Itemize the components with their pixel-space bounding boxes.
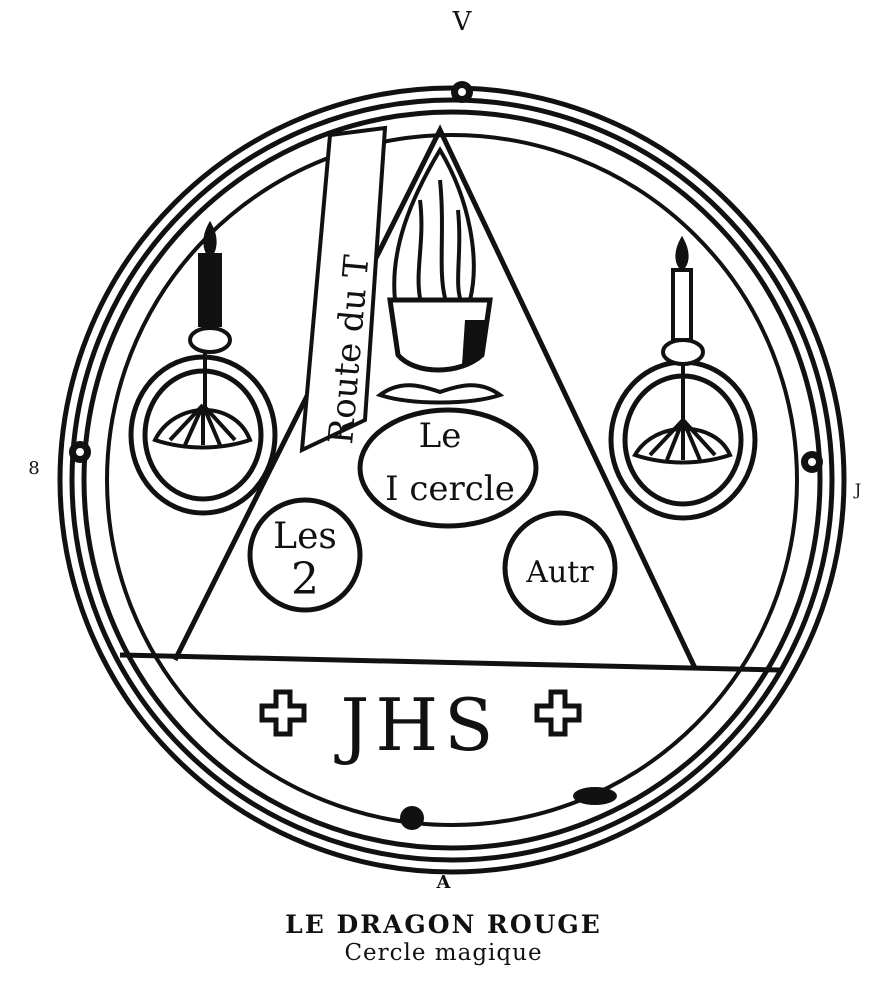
mark-right: J	[853, 480, 861, 499]
caption-subtitle: Cercle magique	[344, 940, 543, 966]
candle-right-icon	[632, 235, 733, 465]
mark-left: 8	[28, 458, 39, 479]
cross-left-icon	[259, 689, 307, 737]
candle-left-icon	[152, 220, 253, 450]
caption-title: LE DRAGON ROUGE	[285, 910, 602, 939]
right-circle-label: Autr	[525, 555, 594, 590]
left-circle-line1: Les	[273, 516, 337, 557]
triangle	[119, 124, 781, 673]
route-band	[299, 125, 388, 454]
ring-knots	[69, 81, 823, 830]
cross-right-icon	[534, 689, 582, 737]
brazier-icon	[375, 146, 505, 405]
caption-mark: A	[436, 872, 451, 893]
center-circle-line2: I cercle	[385, 469, 515, 509]
center-circle-line1: Le	[419, 416, 462, 456]
mark-top: V	[452, 7, 473, 37]
left-circle-line2: 2	[291, 554, 319, 605]
jhs-monogram: JHS	[334, 683, 500, 767]
